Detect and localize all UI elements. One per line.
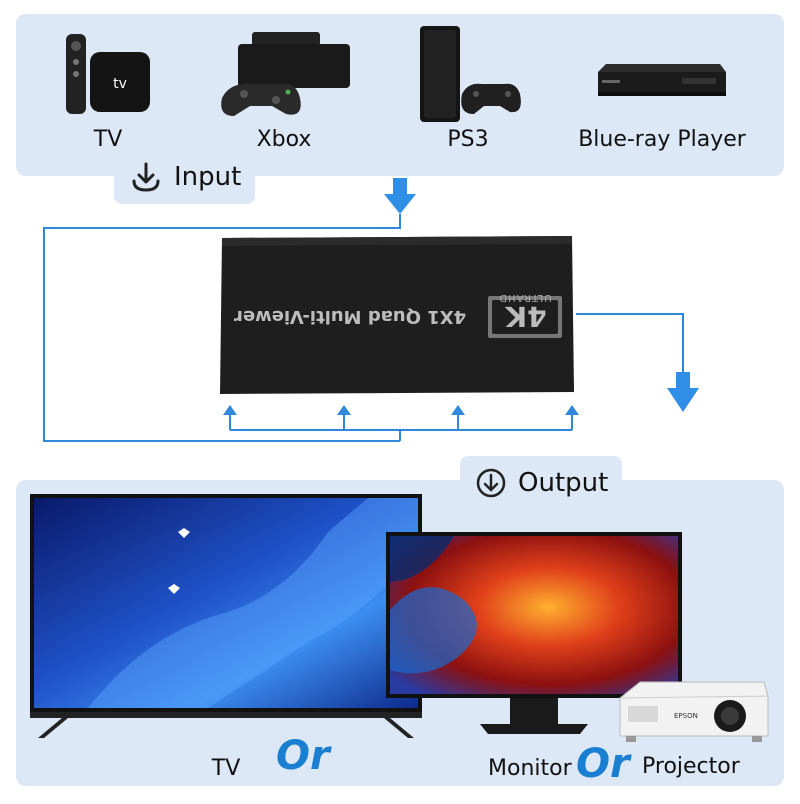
download-circle-icon: [474, 466, 508, 500]
input-header-label: Input: [174, 162, 242, 192]
badge-ultrahd: ULTRAHD: [498, 292, 552, 303]
multiviewer-device: 4K ULTRAHD 4X1 Quad Multi-Viewer: [218, 234, 576, 398]
output-tv-label: TV: [211, 756, 241, 781]
input-tv-label: TV: [93, 127, 123, 152]
input-bluray-label: Blue-ray Player: [578, 127, 746, 152]
xbox-icon: [212, 28, 362, 120]
television-image: [28, 492, 424, 742]
output-projector-label: Projector: [642, 754, 740, 779]
input-xbox-label: Xbox: [256, 127, 312, 152]
input-header: Input: [114, 150, 256, 204]
output-monitor-label: Monitor: [488, 756, 572, 781]
download-arrow-icon: [128, 159, 164, 195]
output-header-label: Output: [518, 468, 609, 498]
bluray-player-icon: [592, 58, 732, 102]
output-header: Output: [460, 456, 623, 510]
ps3-icon: [412, 24, 524, 124]
projector-image: EPSON: [612, 676, 772, 746]
badge-4k: 4K: [505, 300, 547, 333]
svg-text:tv: tv: [113, 76, 127, 92]
monitor-image: [384, 530, 684, 748]
apple-tv-icon: tv: [58, 28, 158, 118]
input-ps3-label: PS3: [447, 127, 489, 152]
device-name: 4X1 Quad Multi-Viewer: [234, 306, 467, 327]
or-text-1: Or: [276, 733, 330, 779]
projector-brand: EPSON: [674, 712, 698, 720]
or-text-2: Or: [576, 741, 630, 787]
